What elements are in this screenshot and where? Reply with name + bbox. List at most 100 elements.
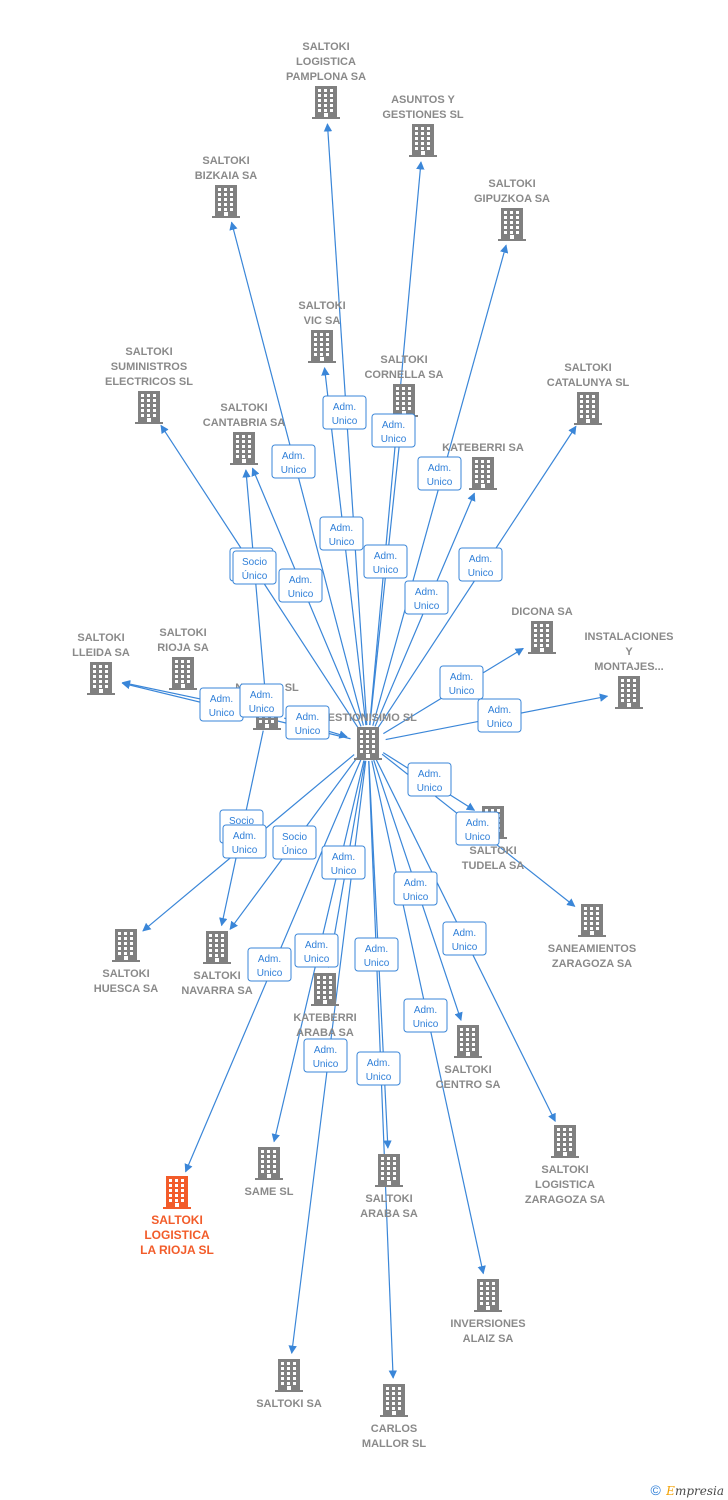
node-label: SALTOKI: [541, 1164, 588, 1176]
node-dicona[interactable]: DICONA SA: [511, 606, 573, 654]
edge-label: Adm.Unico: [363, 544, 408, 579]
edge-label: Adm.Unico: [199, 687, 244, 722]
edge-label-text: Adm.: [414, 1005, 437, 1016]
edge-label: Adm.Unico: [278, 568, 323, 603]
brand-logo[interactable]: Empresia: [666, 1484, 724, 1498]
building-icon: [163, 1176, 191, 1209]
edge-label-text: Adm.: [314, 1045, 337, 1056]
edge-label-text: Adm.: [210, 694, 233, 705]
building-icon: [212, 185, 240, 218]
edge-label-text: Unico: [331, 866, 357, 877]
edge-label-text: Adm.: [305, 940, 328, 951]
node-label: SALTOKI: [102, 968, 149, 980]
node-same[interactable]: SAME SL: [245, 1147, 294, 1198]
node-label: SALTOKI: [220, 402, 267, 414]
node-instalaciones[interactable]: INSTALACIONESYMONTAJES...: [584, 631, 674, 709]
node-label: NAVARRA SA: [181, 985, 252, 997]
edge-label-text: Adm.: [332, 852, 355, 863]
edge-label-text: Adm.: [374, 551, 397, 562]
building-icon: [203, 931, 231, 964]
node-label: CENTRO SA: [436, 1079, 501, 1091]
node-label: ASUNTOS Y: [391, 94, 455, 106]
edge-label-text: Adm.: [428, 463, 451, 474]
edge-label-text: Adm.: [250, 690, 273, 701]
node-label: SUMINISTROS: [111, 361, 187, 373]
edge-label-text: Adm.: [367, 1058, 390, 1069]
nodes-layer: GESTIONISIMO SL SALTOKILOGISTICAPAMPLONA …: [72, 41, 673, 1450]
building-icon: [469, 457, 497, 490]
building-icon: [275, 1359, 303, 1392]
edge-label-text: Unico: [313, 1059, 339, 1070]
edge-label-text: Unico: [288, 589, 314, 600]
building-icon: [354, 727, 382, 760]
edge-label: Adm.Unico: [458, 547, 503, 582]
edge-label-text: Adm.: [466, 818, 489, 829]
node-label: LOGISTICA: [296, 56, 356, 68]
edge-label: Adm.Unico: [407, 762, 452, 797]
edge-label: Adm.Unico: [222, 824, 267, 859]
node-label: MONTAJES...: [594, 661, 663, 673]
node-cantabria[interactable]: SALTOKI CANTABRIA SA: [203, 402, 286, 465]
building-icon: [312, 86, 340, 119]
node-kateberri[interactable]: KATEBERRI SA: [442, 442, 524, 490]
edge-label-text: Único: [242, 569, 268, 582]
edge-label-text: Adm.: [469, 554, 492, 565]
building-icon: [230, 432, 258, 465]
edge-label-text: Unico: [414, 601, 440, 612]
edge-label-text: Adm.: [418, 769, 441, 780]
node-label: SALTOKI: [469, 845, 516, 857]
edge-label-text: Unico: [366, 1072, 392, 1083]
edge-label-text: Adm.: [365, 944, 388, 955]
building-icon: [578, 904, 606, 937]
building-icon: [498, 208, 526, 241]
edge-label-text: Unico: [364, 958, 390, 969]
edge-label: Adm.Unico: [271, 444, 316, 479]
edge-label-text: Unico: [304, 954, 330, 965]
edge-label-text: Unico: [403, 892, 429, 903]
edge-label-text: Unico: [329, 537, 355, 548]
edge-label-text: Unico: [449, 686, 475, 697]
node-saltokisa[interactable]: SALTOKI SA: [256, 1359, 322, 1410]
edge-label: Adm.Unico: [477, 698, 522, 733]
edge-label-text: Adm.: [453, 928, 476, 939]
node-label: CANTABRIA SA: [203, 417, 286, 429]
footer-credit: © Empresia: [651, 1482, 725, 1498]
building-icon: [528, 621, 556, 654]
edge-label: Adm.Unico: [442, 921, 487, 956]
building-icon: [255, 1147, 283, 1180]
edge-label: Adm. Unico: [321, 845, 366, 880]
node-label: ZARAGOZA SA: [552, 958, 632, 970]
node-label: ALAIZ SA: [463, 1333, 514, 1345]
node-label: SALTOKI: [488, 178, 535, 190]
node-inversiones[interactable]: INVERSIONES ALAIZ SA: [450, 1279, 526, 1345]
node-label: LLEIDA SA: [72, 647, 130, 659]
node-label: INVERSIONES: [450, 1318, 525, 1330]
node-gestionisimo[interactable]: GESTIONISIMO SL: [319, 712, 417, 760]
node-label: CARLOS: [371, 1423, 417, 1435]
building-icon: [409, 124, 437, 157]
edge-label: Adm.Unico: [247, 947, 292, 982]
edge-label: Adm.Unico: [403, 998, 448, 1033]
edge-label-text: Unico: [249, 704, 275, 715]
node-label: CORNELLA SA: [364, 369, 443, 381]
